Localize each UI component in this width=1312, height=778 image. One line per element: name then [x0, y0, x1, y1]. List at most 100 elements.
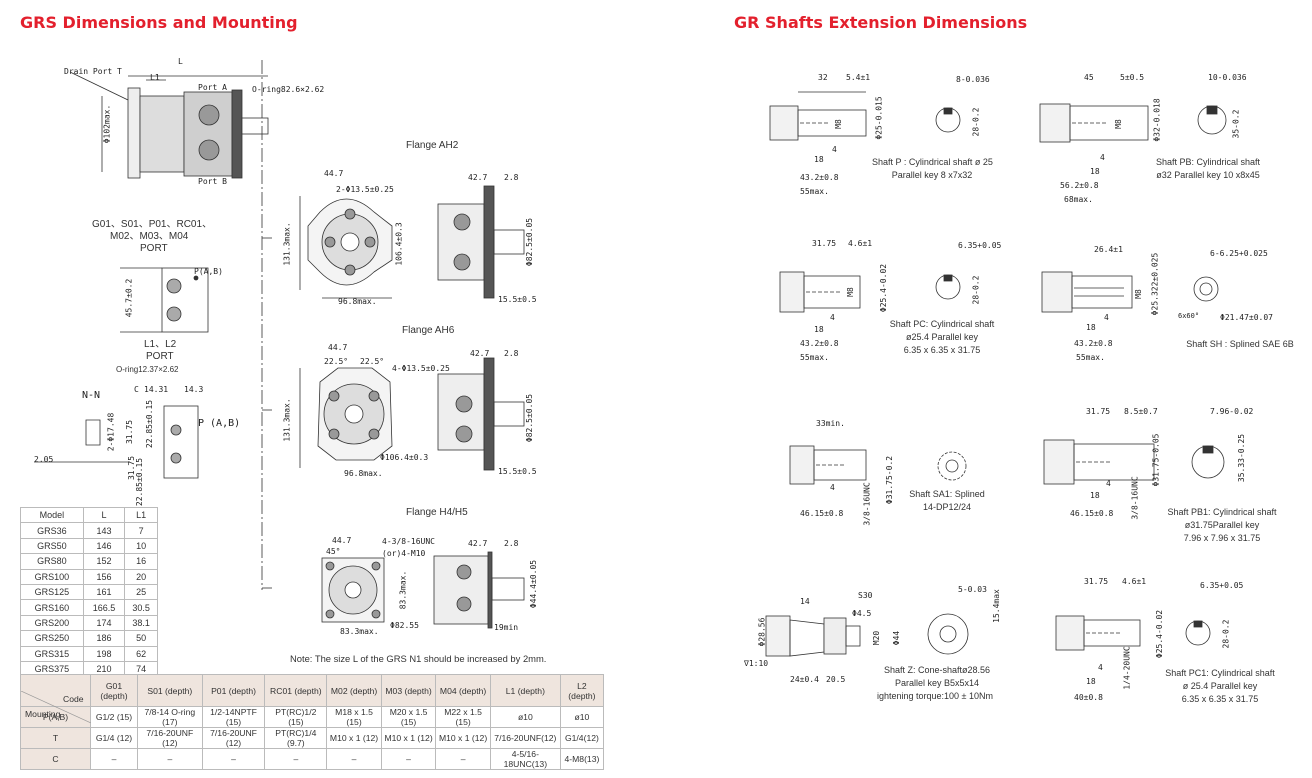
table-cell: 50	[124, 630, 158, 647]
flange-h4h5-side-view	[433, 551, 525, 629]
table-cell: 38.1	[124, 614, 158, 632]
pb-d6: 4	[1100, 153, 1105, 162]
ah6-a2: 22.5°	[360, 357, 385, 366]
dim-22-85a: 22.85±0.15	[145, 399, 155, 449]
pc1-d1: 31.75	[1084, 577, 1109, 586]
shaft-sa1-caption-1: Shaft SA1: Splined	[909, 489, 985, 499]
table-row: C–––––––4-5/16-18UNC(13)4-M8(13)	[20, 748, 605, 770]
table-cell: 7/16-20UNF (12)	[201, 727, 266, 749]
ah6-d44: 44.7	[328, 343, 348, 352]
table-cell: 7/16-20UNF(12)	[489, 727, 561, 749]
sh-d3: 18	[1086, 323, 1096, 332]
ah2-d15: 15.5±0.5	[498, 295, 537, 304]
flange-ah2-side-view	[437, 185, 525, 299]
z-d10: 5-0.03	[958, 585, 987, 594]
table-cell: M10 x 1 (12)	[435, 727, 491, 749]
table-cell: –	[90, 748, 138, 770]
sh-d2: 6-6.25+0.025	[1210, 249, 1268, 258]
shaft-sh-drawing	[1041, 271, 1219, 313]
h4h5-d28: 2.8	[504, 539, 519, 548]
table-cell: –	[201, 748, 266, 770]
dim-body-diameter: Φ102max.	[102, 104, 112, 144]
pb1-d5: 3/8-16UNC	[1130, 476, 1140, 520]
shaft-sa1-caption-2: 14-DP12/24	[922, 502, 972, 512]
table-cell: GRS36	[20, 522, 84, 539]
ah2-d131: 131.3max.	[282, 222, 292, 266]
flange-ah2-title: Flange AH2	[406, 140, 459, 151]
shaft-z-drawing	[765, 613, 969, 657]
flange-ah6-front-view	[299, 367, 393, 468]
pb-d3: 18	[1090, 167, 1100, 176]
flange-h4h5-title: Flange H4/H5	[406, 507, 468, 518]
port-groups-line1: G01、S01、P01、RC01、	[92, 219, 213, 230]
port-a-label: Port A	[198, 83, 227, 92]
pc-d8: M8	[845, 287, 855, 297]
col-p01: P01 (depth)	[201, 674, 266, 707]
pc-d3: 18	[814, 325, 824, 334]
col-l1: L1 (depth)	[489, 674, 561, 707]
dim-14-3: 14.3	[184, 385, 204, 394]
shaft-p-caption-1: Shaft P : Cylindrical shaft ø 25	[872, 157, 993, 167]
sh-d5: 55max.	[1076, 353, 1105, 362]
p-d3: 18	[814, 155, 824, 164]
table-cell: 152	[82, 553, 126, 570]
table-cell: GRS125	[20, 583, 84, 601]
flange-ah2-front-view	[299, 196, 393, 299]
shaft-pb-caption-2: ø32 Parallel key 10 x8x45	[1156, 170, 1260, 180]
h4h5-d42: 42.7	[468, 539, 488, 548]
pb-d2: 5±0.5	[1120, 73, 1145, 82]
port-code-table: Code Mounting G01 (depth) S01 (depth) P0…	[20, 674, 605, 770]
h4h5-angle: 45°	[326, 547, 341, 556]
shaft-z-caption-2: Parallel key B5x5x14	[894, 678, 980, 688]
col-rc01: RC01 (depth)	[264, 674, 328, 707]
sh-d7: Φ25.322±0.025	[1150, 252, 1160, 316]
ah2-d42: 42.7	[468, 173, 488, 182]
pb1-d2: 8.5±0.7	[1124, 407, 1158, 416]
ah6-d28: 2.8	[504, 349, 519, 358]
dim-2-05: 2.05	[34, 455, 54, 464]
z-d6: 24±0.4	[790, 675, 819, 684]
pb1-d6: 4	[1106, 479, 1111, 488]
pc-d9: 6.35+0.05	[958, 241, 1002, 250]
h4h5-d83b: 83.3max.	[340, 627, 379, 636]
corner-mounting: Mounting	[25, 708, 61, 719]
sa1-d1: 33min.	[816, 419, 845, 428]
h4h5-thread-2: (or)4-M10	[382, 549, 426, 558]
table-cell: 20	[124, 568, 158, 585]
pb-d5: 68max.	[1064, 195, 1093, 204]
shaft-pc1-drawing	[1055, 615, 1211, 651]
table-cell: PT(RC)1/2 (15)	[264, 706, 328, 728]
pb1-d7: Φ31.75-0.05	[1151, 433, 1161, 487]
row-mounting-cell: C	[20, 748, 91, 770]
table-cell: 7/8-14 O-ring (17)	[136, 706, 203, 728]
dim-l: L	[178, 57, 183, 66]
pc-d5: 55max.	[800, 353, 829, 362]
ah2-d44: 44.7	[324, 169, 344, 178]
port-label-2: PORT	[146, 351, 174, 362]
shaft-pc1-caption-2: ø 25.4 Parallel key	[1182, 681, 1258, 691]
table-cell: GRS100	[20, 568, 84, 585]
ah2-holes: 2-Φ13.5±0.25	[336, 185, 394, 194]
table-cell: 143	[82, 522, 126, 539]
shaft-pc-caption-2: ø25.4 Parallel key	[905, 332, 979, 342]
sh-d9: 6x60°	[1178, 312, 1200, 320]
pa-label: P(A,B)	[194, 267, 223, 276]
z-d7: 20.5	[826, 675, 846, 684]
pc1-d7: Φ25.4-0.02	[1155, 609, 1165, 659]
p-d2: 5.4±1	[846, 73, 871, 82]
dim-2-17-48: 2-Φ17.48	[106, 412, 116, 452]
ah6-d82: Φ82.5±0.05	[525, 393, 535, 443]
sa1-d3: 46.15±0.8	[800, 509, 844, 518]
table-cell: 7/16-20UNF (12)	[136, 727, 203, 749]
dim-14-31: 14.31	[144, 385, 169, 394]
ah2-d96: 96.8max.	[338, 297, 377, 306]
dim-l1: L1	[150, 73, 160, 82]
sh-d6: 4	[1104, 313, 1109, 322]
main-oring-label: O-ring82.6×2.62	[252, 85, 325, 94]
